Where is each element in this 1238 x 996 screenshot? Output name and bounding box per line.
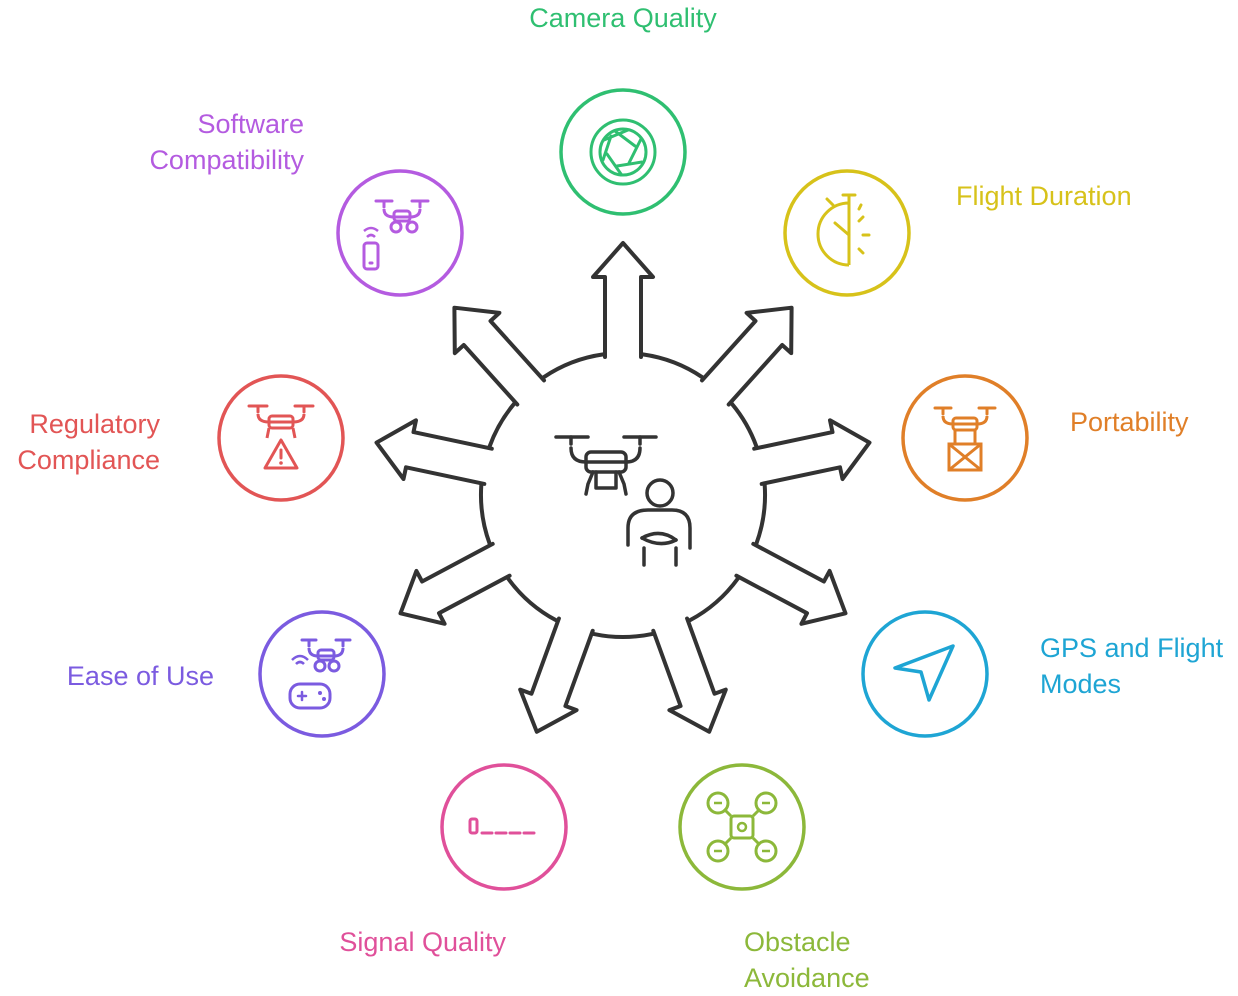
label-flight-duration: Flight Duration (956, 181, 1132, 211)
drone-phone-icon (362, 199, 430, 271)
hub-fill (487, 359, 759, 631)
arrow-gps (734, 541, 848, 626)
arrow-regulatory (374, 418, 494, 486)
label-software-compatibility: Software Compatibility (149, 109, 304, 175)
drone-warning-icon (247, 404, 315, 470)
arrow-portable (752, 418, 872, 486)
node-signal (440, 763, 568, 891)
label-camera-quality: Camera Quality (529, 3, 717, 33)
node-circle-regulatory (217, 374, 345, 502)
label-obstacle-avoidance: Obstacle Avoidance (744, 927, 870, 993)
drone-controller-icon (288, 638, 352, 710)
node-circle-camera (559, 88, 687, 216)
node-obstacle (678, 763, 806, 891)
arrow-signal (518, 616, 595, 734)
hub-arc (591, 631, 655, 639)
hub-arc (640, 352, 705, 380)
signal-bars-icon (468, 817, 536, 835)
label-ease-of-use: Ease of Use (66, 661, 214, 691)
hub (374, 241, 872, 734)
node-circle-obstacle (678, 763, 806, 891)
node-flight (783, 169, 911, 297)
drone-package-icon (933, 406, 997, 472)
arrow-ease (398, 541, 512, 626)
camera-aperture-icon (589, 118, 657, 186)
arrow-camera (591, 241, 655, 359)
hub-arc (506, 576, 559, 623)
arrow-software (452, 305, 546, 407)
node-circle-ease (258, 610, 386, 738)
hub-arc (687, 576, 740, 623)
node-ease (258, 610, 386, 738)
arrow-flight (700, 305, 794, 407)
node-camera (559, 88, 687, 216)
hub-arc (478, 483, 492, 546)
hub-arc (754, 483, 768, 546)
node-portable (901, 374, 1029, 502)
hub-arc (729, 401, 759, 449)
label-signal-quality: Signal Quality (339, 927, 506, 957)
drone-with-person-icon (554, 435, 692, 567)
hub-arc (541, 352, 606, 380)
node-regulatory (217, 374, 345, 502)
node-circle-portable (901, 374, 1029, 502)
hub-arc (487, 401, 517, 449)
label-portability: Portability (1070, 407, 1189, 437)
quadcopter-icon (706, 791, 778, 863)
label-regulatory-compliance: Regulatory Compliance (17, 409, 160, 475)
label-gps-flight-modes: GPS and Flight Modes (1040, 633, 1224, 699)
stopwatch-icon (816, 193, 871, 267)
node-circle-signal (440, 763, 568, 891)
arrow-obstacle (651, 616, 728, 734)
node-gps (861, 610, 989, 738)
node-software (336, 169, 464, 297)
node-circle-software (336, 169, 464, 297)
navigation-arrow-icon (893, 644, 955, 702)
node-circle-gps (861, 610, 989, 738)
